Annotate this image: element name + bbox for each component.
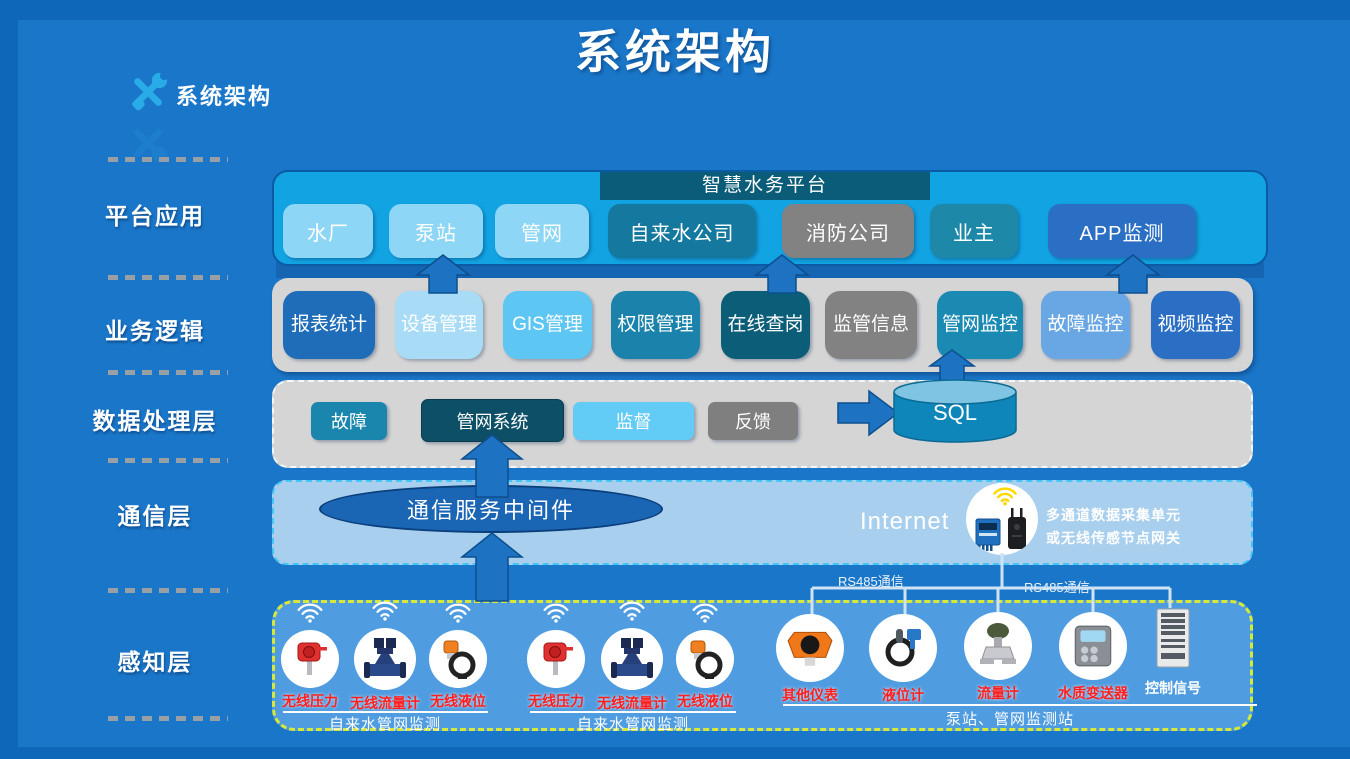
- box-pipe-system: 管网系统: [421, 399, 564, 442]
- sensor-wireless-pressure: 无线压力: [511, 602, 601, 711]
- rs485-label-left: RS485通信: [838, 574, 904, 589]
- box-device-mgmt: 设备管理: [395, 291, 483, 359]
- box-permission-mgmt: 权限管理: [611, 291, 700, 359]
- group-b-underline: [530, 711, 736, 713]
- logo-label: 系统架构: [176, 83, 273, 109]
- group-a-underline: [283, 711, 488, 713]
- left-edge-strip: [0, 0, 18, 759]
- wifi-icon: [692, 603, 718, 623]
- separator: [108, 157, 228, 162]
- sensor-wireless-flowmeter: 无线流量计: [340, 600, 430, 713]
- box-video-monitor: 视频监控: [1151, 291, 1240, 359]
- separator: [108, 370, 228, 375]
- pressure-sensor-image: [543, 642, 573, 675]
- gas-detector-image: [787, 631, 833, 666]
- top-edge-strip: [0, 0, 1350, 20]
- data-logger-and-gateway-devices: [975, 508, 1026, 551]
- box-water-company: 自来水公司: [608, 204, 756, 258]
- sensor-flowmeter-valve: 流量计: [953, 610, 1043, 703]
- box-pump-station: 泵站: [389, 204, 483, 258]
- sensor-wireless-flowmeter: 无线流量计: [587, 600, 677, 713]
- internet-label: Internet: [860, 508, 950, 535]
- platform-header: 智慧水务平台: [600, 172, 930, 200]
- separator: [108, 275, 228, 280]
- pressure-sensor-image: [297, 642, 327, 675]
- sql-label: SQL: [932, 400, 978, 425]
- wifi-icon: [543, 603, 569, 623]
- group-b-caption: 自来水管网监测: [576, 716, 689, 733]
- layer-label-platform: 平台应用: [105, 203, 205, 229]
- gateway-caption-line1: 多通道数据采集单元: [1046, 507, 1181, 523]
- sensor-water-quality: 水质变送器: [1048, 610, 1138, 703]
- box-water-plant: 水厂: [283, 204, 373, 258]
- sql-database: SQL: [892, 378, 1018, 444]
- tools-icon: [126, 70, 170, 119]
- layer-label-business: 业务逻辑: [105, 318, 205, 344]
- level-sensor-image: [690, 640, 723, 679]
- wifi-icon: [619, 601, 645, 621]
- box-report-stats: 报表统计: [283, 291, 375, 359]
- separator: [108, 716, 228, 721]
- layer-label-comm: 通信层: [117, 503, 193, 529]
- sensor-wireless-level: 无线液位: [660, 602, 750, 711]
- wifi-icon: [372, 601, 398, 621]
- box-pipe-network: 管网: [495, 204, 589, 258]
- box-feedback: 反馈: [708, 402, 798, 440]
- box-online-check: 在线查岗: [721, 291, 810, 359]
- middleware-ellipse: 通信服务中间件: [319, 485, 663, 533]
- flow-meter-image: [611, 638, 653, 678]
- box-fault: 故障: [311, 402, 387, 440]
- rs485-label-right: RS485通信: [1024, 580, 1090, 595]
- wifi-icon: [297, 603, 323, 623]
- page-title: 系统架构: [575, 26, 775, 78]
- flow-meter-image: [364, 638, 406, 678]
- layer-label-sensing: 感知层: [117, 649, 193, 675]
- box-network-monitor: 管网监控: [937, 291, 1023, 359]
- water-quality-transmitter-image: [1074, 625, 1112, 667]
- logo: 系统架构: [126, 70, 272, 119]
- level-sensor-image: [443, 640, 476, 679]
- group-c-underline: [783, 704, 1257, 706]
- sensor-wireless-level: 无线液位: [413, 602, 503, 711]
- box-supervision-info: 监管信息: [825, 291, 917, 359]
- level-gauge-image: [885, 629, 921, 667]
- valve-flowmeter-image: [980, 623, 1016, 664]
- box-supervise: 监督: [573, 402, 694, 440]
- group-a-caption: 自来水管网监测: [328, 716, 441, 733]
- sensor-control-signal: 控制信号: [1128, 606, 1218, 698]
- box-fault-monitor: 故障监控: [1041, 291, 1130, 359]
- sensor-level-gauge: 液位计: [858, 612, 948, 705]
- box-fire-company: 消防公司: [782, 204, 914, 258]
- server-rack-image: [1156, 608, 1190, 668]
- sensor-other-instruments: 其他仪表: [765, 612, 855, 705]
- box-app-monitor: APP监测: [1048, 204, 1196, 258]
- separator: [108, 588, 228, 593]
- group-c-caption: 泵站、管网监测站: [945, 711, 1074, 728]
- wifi-icon: [992, 486, 1018, 511]
- layer-label-data: 数据处理层: [92, 408, 218, 434]
- separator: [108, 458, 228, 463]
- box-gis-mgmt: GIS管理: [503, 291, 592, 359]
- bottom-edge-strip: [0, 747, 1350, 759]
- sensor-wireless-pressure: 无线压力: [265, 602, 355, 711]
- gateway-caption-line2: 或无线传感节点网关: [1046, 530, 1181, 546]
- box-owner: 业主: [930, 204, 1018, 258]
- wifi-icon: [445, 603, 471, 623]
